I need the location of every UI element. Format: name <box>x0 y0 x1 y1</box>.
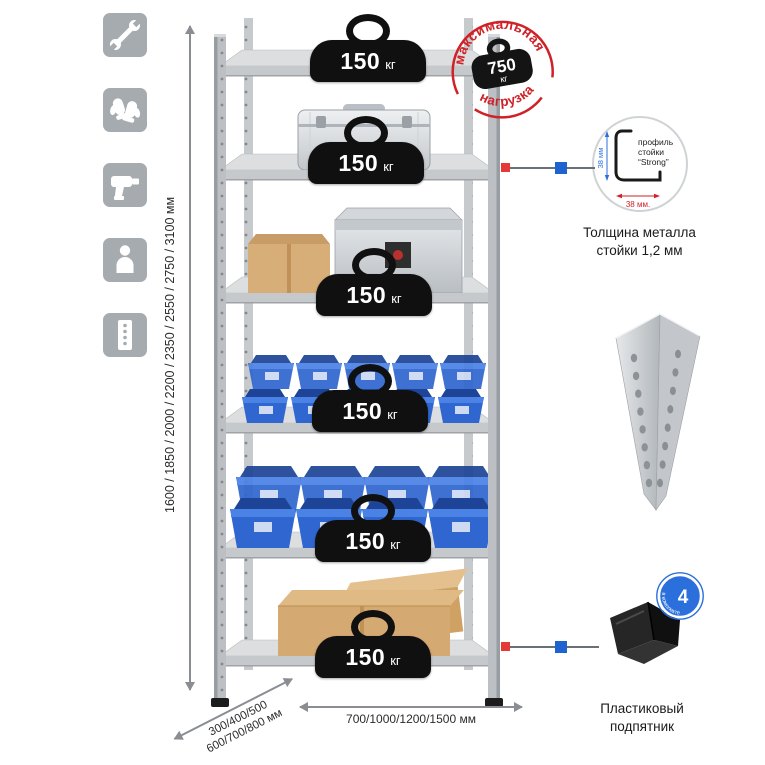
shelf-load-badge: 150 кг <box>315 610 431 678</box>
load-value: 150 <box>340 47 381 74</box>
load-unit: кг <box>391 291 402 306</box>
back-left-post <box>244 18 253 670</box>
height-dimension-label: 1600 / 1850 / 2000 / 2200 / 2350 / 2550 … <box>163 196 177 514</box>
marker-blue-square <box>555 641 567 653</box>
load-unit: кг <box>390 653 401 668</box>
connector-foot <box>501 641 599 653</box>
load-value: 150 <box>345 527 386 554</box>
cardboard-box-small <box>248 234 330 293</box>
shelf-load-badge: 150 кг <box>308 116 424 184</box>
profile-vertical-dim: 38 мм <box>596 131 610 181</box>
connector-profile <box>501 162 595 174</box>
marker-red-square <box>501 163 510 172</box>
gloves-icon <box>110 98 141 123</box>
profile-cross-section <box>614 129 662 182</box>
profile-caption: Толщина металла стойки 1,2 мм <box>583 225 696 259</box>
stamp-value: 750 <box>486 55 517 79</box>
load-unit: кг <box>387 407 398 422</box>
load-value: 150 <box>342 397 383 424</box>
load-value: 150 <box>345 643 386 670</box>
profile-label-1: профиль <box>638 137 674 147</box>
width-dimension-label: 700/1000/1200/1500 мм <box>346 712 476 726</box>
load-unit: кг <box>385 57 396 72</box>
dim-38-vertical: 38 мм <box>596 148 605 169</box>
foot-caption: Пластиковый подпятник <box>600 701 684 735</box>
post-perforations <box>630 353 653 488</box>
stamp-unit: кг <box>499 73 509 84</box>
front-left-post <box>211 34 229 707</box>
shelf-load-badge: 150 кг <box>310 14 426 82</box>
feature-tile-gloves <box>103 88 147 132</box>
feature-tile-post <box>103 313 147 357</box>
load-unit: кг <box>383 159 394 174</box>
height-dimension-line <box>185 25 195 691</box>
load-value: 150 <box>338 149 379 176</box>
post-perforations <box>657 349 681 488</box>
shelf-load-badge: 150 кг <box>316 248 432 316</box>
shelf-load-badge: 150 кг <box>312 364 428 432</box>
width-dimension: 700/1000/1200/1500 мм <box>299 702 523 726</box>
rack-post-icon <box>118 320 132 350</box>
max-load-stamp: максимальная нагрузка 750 кг <box>445 9 554 119</box>
feature-tile-person <box>103 238 147 282</box>
person-icon <box>116 245 134 273</box>
kit-count-badge: 4 в комплекте <box>656 572 704 620</box>
profile-detail: 38 мм профиль стойки “Strong” 38 мм. <box>592 116 688 212</box>
feature-tile-tools <box>103 13 147 57</box>
marker-blue-square <box>555 162 567 174</box>
wrench-icon <box>108 18 142 52</box>
marker-red-square <box>501 642 510 651</box>
dim-38-horizontal: 38 мм. <box>626 200 650 209</box>
stamp-weight-icon: 750 кг <box>471 38 533 90</box>
kit-count-value: 4 <box>678 587 689 608</box>
front-right-post <box>485 34 503 707</box>
load-value: 150 <box>346 281 387 308</box>
width-dimension-line <box>299 702 523 712</box>
drill-icon <box>111 176 139 200</box>
plastic-foot-image <box>610 601 680 664</box>
profile-horizontal-dim: 38 мм. <box>616 193 660 209</box>
shelf-load-badge: 150 кг <box>315 494 431 562</box>
profile-label-3: “Strong” <box>638 157 669 167</box>
corner-post-image <box>615 313 701 511</box>
profile-label-2: стойки <box>638 147 664 157</box>
back-right-post <box>464 18 473 670</box>
load-unit: кг <box>390 537 401 552</box>
feature-tile-drill <box>103 163 147 207</box>
